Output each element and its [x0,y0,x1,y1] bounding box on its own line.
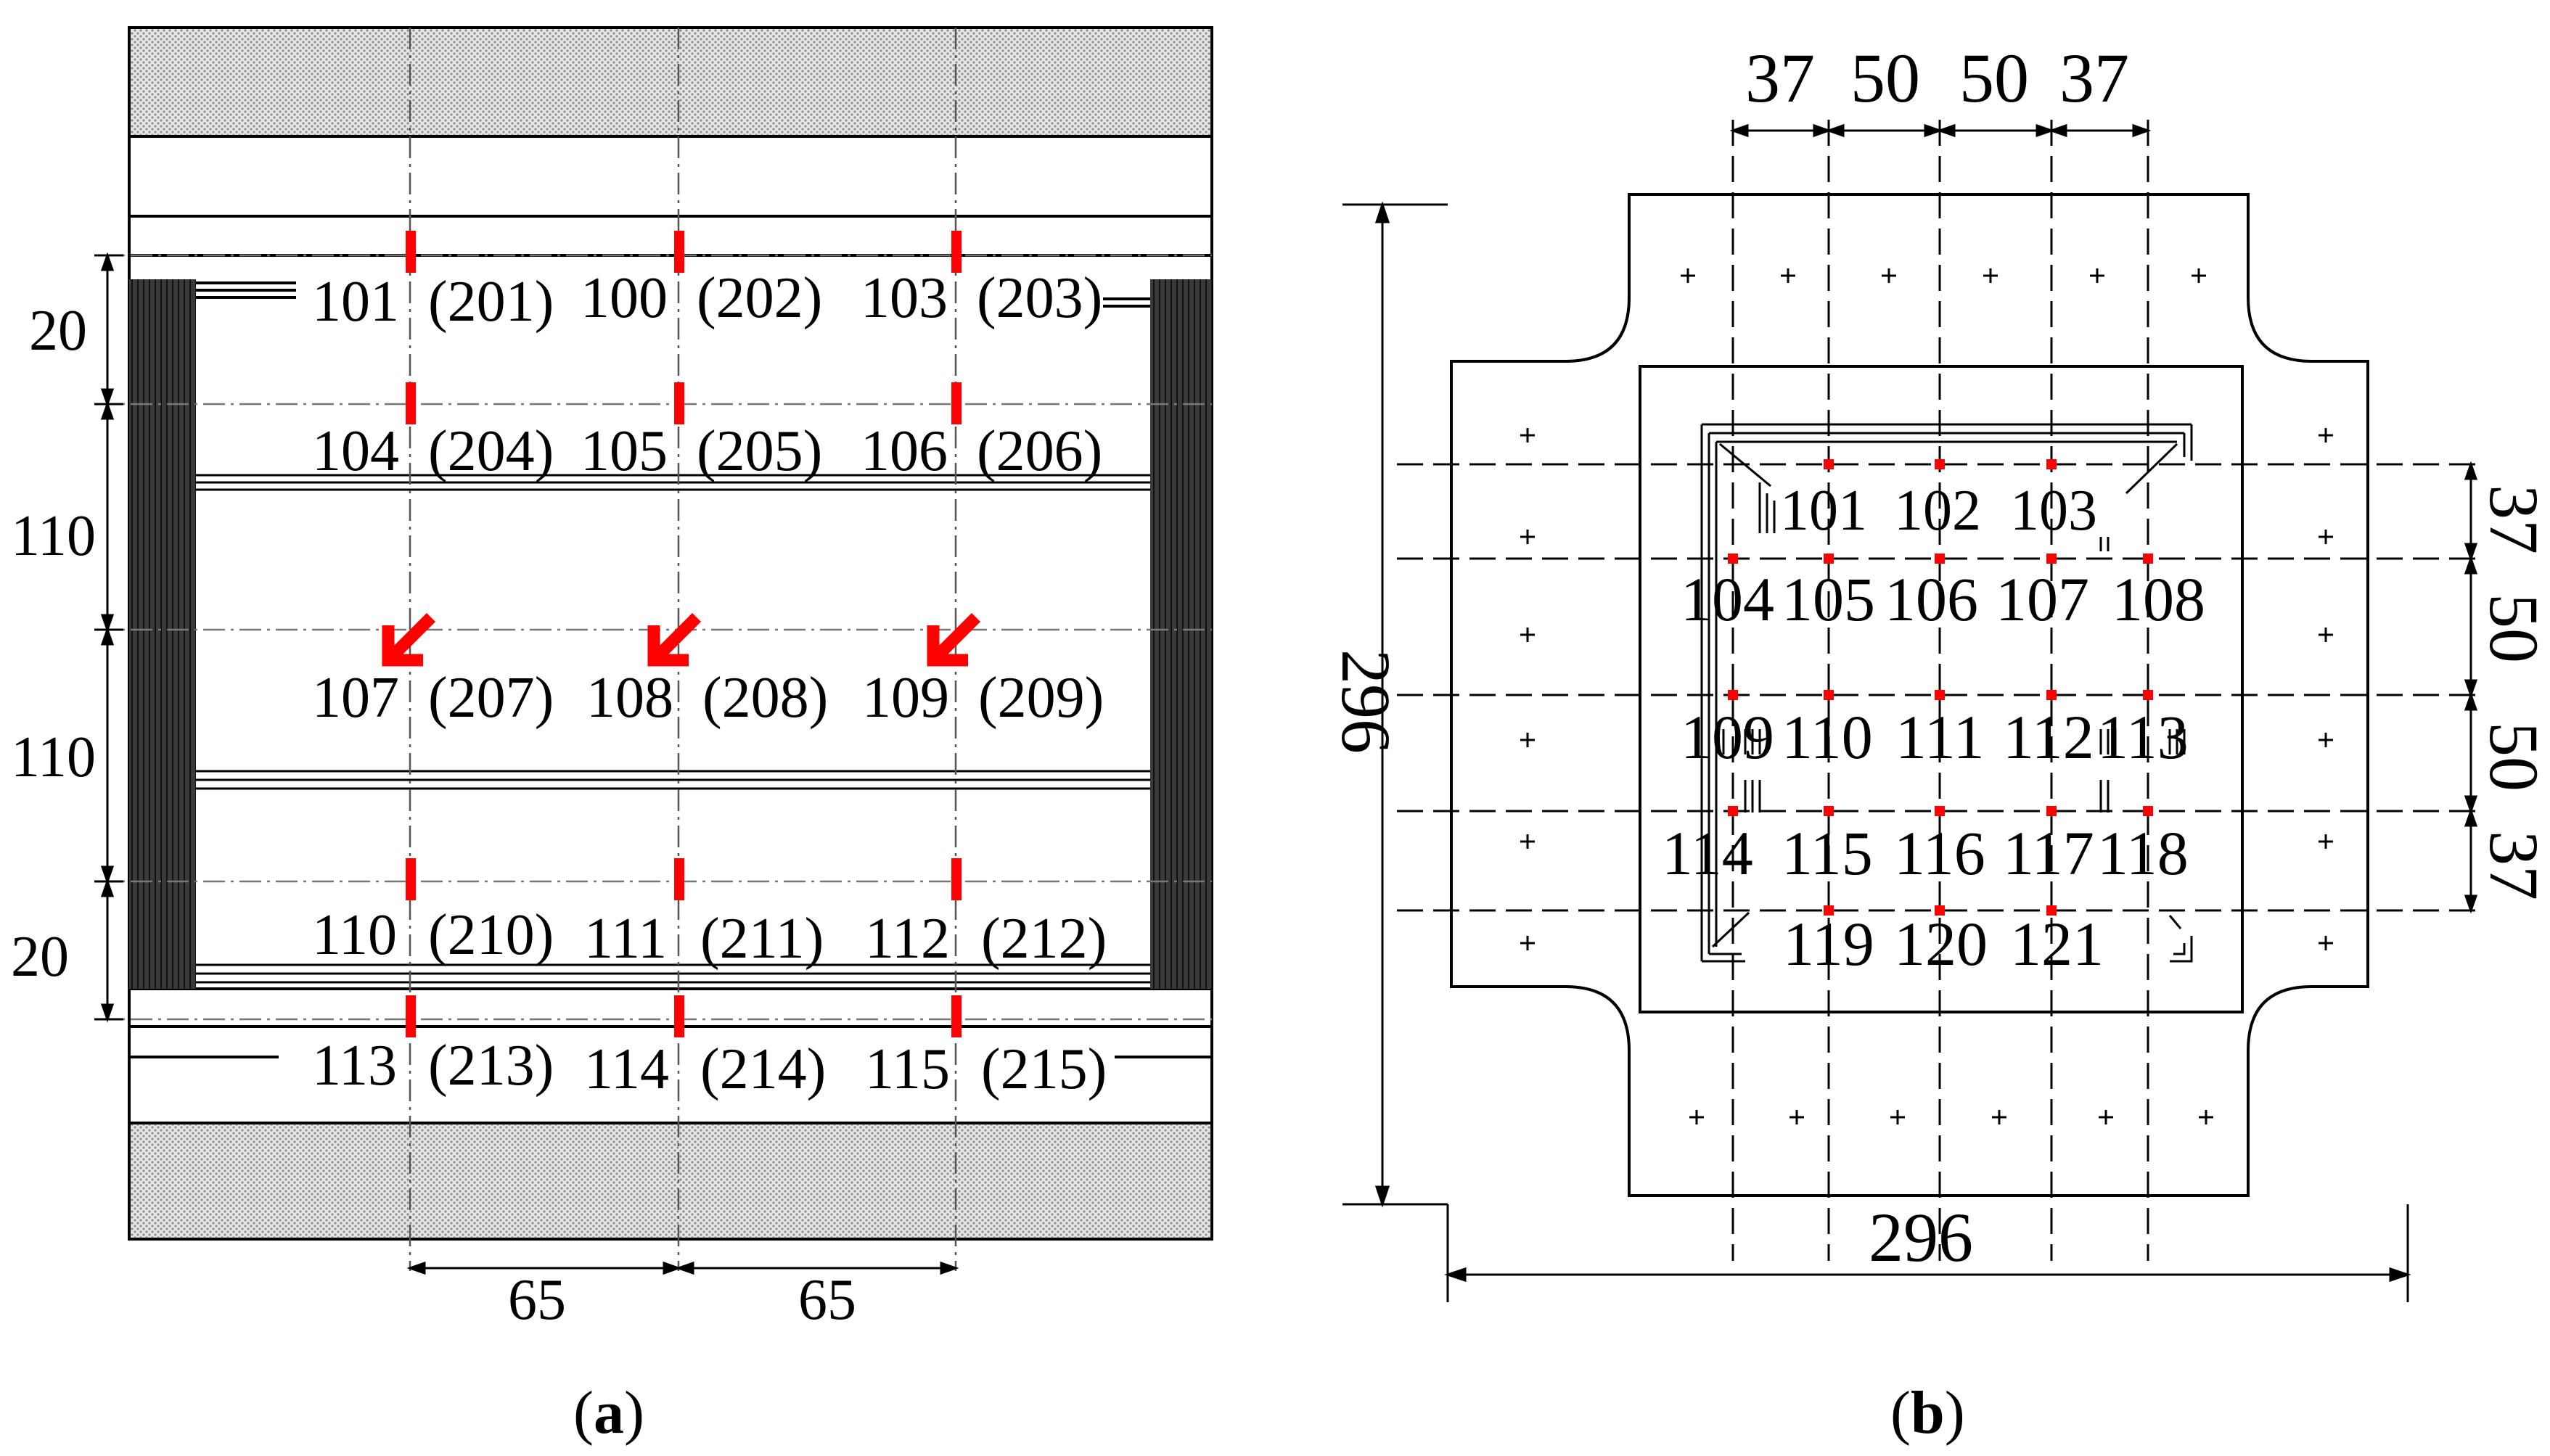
point-label-alt: (213) [428,1034,554,1098]
dimension-label: 50 [1850,39,1920,117]
point-label: 103 [861,266,948,330]
point-label: 118 [2097,818,2189,888]
point-label: 112 [865,907,950,971]
point-label-alt: (202) [697,266,822,330]
seam-bands [196,474,1150,984]
sensor-markers [406,231,962,1037]
point-label: 111 [1895,702,1985,772]
point-label: 104 [312,419,399,483]
point-label: 106 [1885,564,1978,634]
dimension-bottom-chain [406,1261,959,1275]
point-label: 112 [2003,702,2094,772]
dimension-label: 20 [29,299,87,363]
dimension-label: 37 [2475,831,2550,900]
point-markers [1728,459,2153,916]
right-wall [1150,279,1212,989]
caption: (b) [1890,1379,1965,1447]
point-label-alt: (207) [428,666,554,730]
dimension-label: 50 [1959,39,2029,117]
dimension-label: 50 [2475,722,2550,791]
point-label: 106 [861,419,948,483]
dimension-label: 37 [1745,39,1815,117]
point-label-alt: (201) [428,270,554,334]
point-label-alt: (215) [981,1037,1107,1101]
dimension-label: 20 [11,925,69,989]
bottom-rock-layer [128,1122,1213,1241]
point-label: 114 [1662,818,1753,888]
panel-a: 101 (201) 100 (202) 103 (203) 104 (204) … [11,26,1213,1447]
point-label: 107 [1996,564,2089,634]
point-label: 103 [2010,479,2097,543]
dimension-label: 50 [2475,593,2550,663]
point-label-alt: (210) [428,903,554,967]
point-label: 109 [862,666,949,730]
dimension-left-chain [94,252,123,1023]
inner-boundary [1700,423,2193,963]
point-label: 110 [1782,702,1873,772]
point-label-alt: (208) [702,666,828,730]
point-label-alt: (214) [700,1037,826,1101]
point-label: 115 [1782,818,1873,888]
point-label: 101 [1780,479,1867,543]
arrow-icon [927,612,981,667]
point-label: 113 [312,1034,397,1098]
point-label: 102 [1894,479,1981,543]
stress-arrows [382,612,981,667]
arrow-icon [382,612,436,667]
point-label: 110 [312,903,397,967]
point-label: 107 [312,666,399,730]
plus-marks [1520,268,2333,1124]
point-label: 105 [581,419,668,483]
point-label: 120 [1894,909,1988,979]
panel-b-labels: 101 102 103 104 105 106 107 108 109 110 … [1662,479,2205,979]
point-label-alt: (209) [978,666,1104,730]
point-label-alt: (205) [697,419,822,483]
point-label: 109 [1681,702,1774,772]
arrow-icon [647,612,702,667]
dimension-top-chain [1729,123,2152,138]
reference-lines-v [409,28,957,1271]
point-label: 100 [581,266,668,330]
point-label: 114 [584,1037,669,1101]
point-label-alt: (206) [977,419,1102,483]
point-label: 121 [2010,909,2104,979]
left-wall [129,279,196,989]
dimension-label: 110 [11,504,96,568]
dimension-label: 37 [2475,485,2550,554]
panel-b: 101 102 103 104 105 106 107 108 109 110 … [1327,39,2550,1447]
specimen-outline [1450,193,2369,1197]
dimension-right-chain [2464,461,2478,914]
dimension-label: 65 [508,1268,566,1332]
dimension-bottom-296 [1444,1204,2411,1302]
point-label: 119 [1783,909,1874,979]
panel-a-labels: 101 (201) 100 (202) 103 (203) 104 (204) … [312,266,1107,1101]
point-label: 105 [1782,564,1875,634]
point-label: 113 [2097,702,2189,772]
point-label: 116 [1894,818,1985,888]
inner-frame [1639,365,2244,1013]
top-rock-layer [128,26,1213,138]
grid-dashed [1397,120,2482,1261]
dimension-label: 296 [1869,1198,1973,1276]
point-label-alt: (211) [700,907,824,971]
point-label-alt: (204) [428,419,554,483]
caption: (a) [573,1379,644,1447]
point-label-alt: (212) [981,907,1107,971]
point-label: 108 [2112,564,2205,634]
point-label: 101 [312,270,399,334]
point-label: 117 [2003,818,2094,888]
point-label: 115 [865,1037,950,1101]
dimension-label: 296 [1327,649,1405,754]
point-label: 104 [1681,564,1774,634]
point-label: 108 [586,666,673,730]
dimension-label: 65 [798,1268,856,1332]
dimension-label: 110 [11,725,96,789]
point-label: 111 [584,907,667,971]
dimension-left-296 [1342,201,1448,1208]
hash-marks [1744,729,2186,813]
point-label-alt: (203) [977,266,1102,330]
dimension-label: 37 [2059,39,2129,117]
